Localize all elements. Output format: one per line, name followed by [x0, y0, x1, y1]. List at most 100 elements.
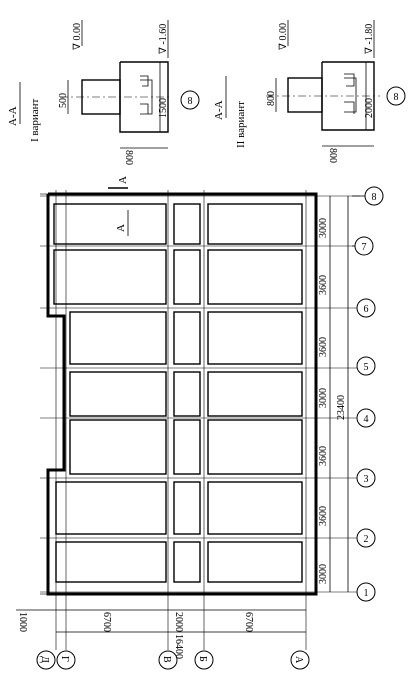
cell-right-6-5 — [207, 311, 303, 365]
section-2-depth-dim: 2000 — [364, 98, 375, 118]
axis-label-8: 8 — [372, 192, 377, 203]
cell-left-8-7 — [53, 203, 167, 245]
axis-bubble-b — [194, 650, 214, 670]
axis-label-a: А — [293, 656, 304, 664]
section-1-col-dim: 500 — [58, 93, 69, 108]
span-2000: 2000 — [173, 612, 184, 632]
cell-right-4-3 — [207, 419, 303, 475]
axis-label-3: 3 — [364, 474, 369, 485]
axis-label-6: 6 — [364, 304, 369, 315]
section-2-axis-label: 8 — [394, 92, 399, 103]
section-cut-top-mark: А — [117, 176, 129, 184]
axis-bubble-d — [36, 650, 56, 670]
bay-7-6: 3600 — [318, 275, 329, 295]
axis-bubble-5 — [356, 356, 376, 376]
section-2-anchor-bottom — [344, 101, 355, 114]
cell-mid-7-6 — [173, 249, 201, 305]
section-1-anchor-top — [140, 75, 149, 87]
total-width: 16400 — [173, 634, 184, 659]
cell-left-4-3 — [69, 419, 167, 475]
bay-5-4: 3000 — [318, 388, 329, 408]
section-1-level-top: ∇ 0.00 — [72, 23, 83, 50]
axis-bubble-8 — [364, 186, 384, 206]
bay-4-3: 3600 — [318, 446, 329, 466]
section-2-column — [287, 77, 323, 113]
axis-bubble-v — [158, 650, 178, 670]
section-1-anchor-bottom — [140, 103, 149, 114]
cell-right-5-4 — [207, 371, 303, 417]
cell-mid-2-1 — [173, 541, 201, 583]
section-1-variant: I вариант — [29, 99, 41, 143]
section-2-socket — [344, 77, 357, 113]
cell-right-2-1 — [207, 541, 303, 583]
section-1-width-dim: 800 — [123, 150, 134, 165]
bay-3-2: 3600 — [318, 506, 329, 526]
lettered-axis-bubbles: Д Г В Б А — [36, 650, 310, 670]
bay-2-1: 3000 — [318, 564, 329, 584]
bay-6-5: 3600 — [318, 337, 329, 357]
axis-label-b: Б — [197, 656, 208, 662]
building-outline — [46, 192, 318, 596]
axis-label-1: 1 — [364, 588, 369, 599]
section-variant-1: А-А I вариант ∇ 0.00 ∇ -1.60 500 1500 80… — [7, 20, 200, 165]
numbered-axis-bubbles: 8 7 6 5 4 3 2 1 — [352, 186, 384, 602]
cell-right-7-6 — [207, 249, 303, 305]
section-1-axis-bubble — [180, 90, 200, 110]
axis-bubble-4 — [356, 408, 376, 428]
span-dimension-chain: 1000 6700 2000 6700 16400 — [16, 609, 306, 659]
cell-mid-8-7 — [173, 203, 201, 245]
numbered-axis-lines — [40, 195, 360, 593]
bay-8-7: 3000 — [318, 218, 329, 238]
section-1-depth-dim: 1500 — [158, 98, 169, 118]
cell-left-7-6 — [53, 249, 167, 305]
section-variant-2: А-А II вариант ∇ 0.00 ∇ -1.80 800 2000 8… — [213, 20, 406, 163]
axis-label-5: 5 — [364, 362, 369, 373]
axis-label-2: 2 — [364, 534, 369, 545]
bay-dimension-chain: 3000 3600 3600 3000 3600 3600 3000 23400 — [318, 196, 349, 592]
section-2-footing — [321, 61, 375, 131]
cell-left-5-4 — [69, 371, 167, 417]
section-1-footing — [119, 61, 169, 133]
section-cut-inner-mark: А — [115, 224, 127, 232]
axis-bubble-g — [56, 650, 76, 670]
axis-bubble-2 — [356, 528, 376, 548]
cell-right-3-2 — [207, 481, 303, 535]
section-2-title: А-А — [213, 100, 225, 120]
cell-mid-6-5 — [173, 311, 201, 365]
axis-label-g: Г — [59, 656, 70, 662]
section-2-level-bottom: ∇ -1.80 — [364, 24, 375, 54]
axis-bubble-3 — [356, 468, 376, 488]
span-1000: 1000 — [17, 612, 28, 632]
section-2-width-dim: 800 — [327, 148, 338, 163]
cell-left-2-1 — [55, 541, 167, 583]
axis-bubble-1 — [356, 582, 376, 602]
section-2-axis-bubble — [386, 86, 406, 106]
section-2-anchor-top — [344, 73, 355, 87]
cell-mid-4-3 — [173, 419, 201, 475]
cell-left-6-5 — [69, 311, 167, 365]
axis-label-v: В — [161, 656, 172, 663]
axis-label-d: Д — [39, 656, 50, 663]
cell-right-8-7 — [207, 203, 303, 245]
total-length: 23400 — [336, 395, 347, 420]
cell-left-3-2 — [55, 481, 167, 535]
foundation-plan: А — [16, 176, 384, 670]
section-1-title: А-А — [7, 106, 19, 126]
span-6700-2: 6700 — [243, 612, 254, 632]
cell-mid-5-4 — [173, 371, 201, 417]
cell-mid-3-2 — [173, 481, 201, 535]
section-1-level-bottom: ∇ -1.60 — [158, 24, 169, 54]
section-2-col-dim: 800 — [266, 91, 277, 106]
foundation-cells-left — [53, 203, 167, 583]
section-2-level-top: ∇ 0.00 — [278, 23, 289, 50]
foundation-cells-right — [207, 203, 303, 583]
axis-label-7: 7 — [362, 242, 367, 253]
span-6700-1: 6700 — [101, 612, 112, 632]
foundation-cells-middle — [173, 203, 201, 583]
axis-bubble-a — [290, 650, 310, 670]
axis-label-4: 4 — [364, 414, 369, 425]
section-2-variant: II вариант — [235, 101, 247, 148]
axis-bubble-7 — [354, 236, 374, 256]
